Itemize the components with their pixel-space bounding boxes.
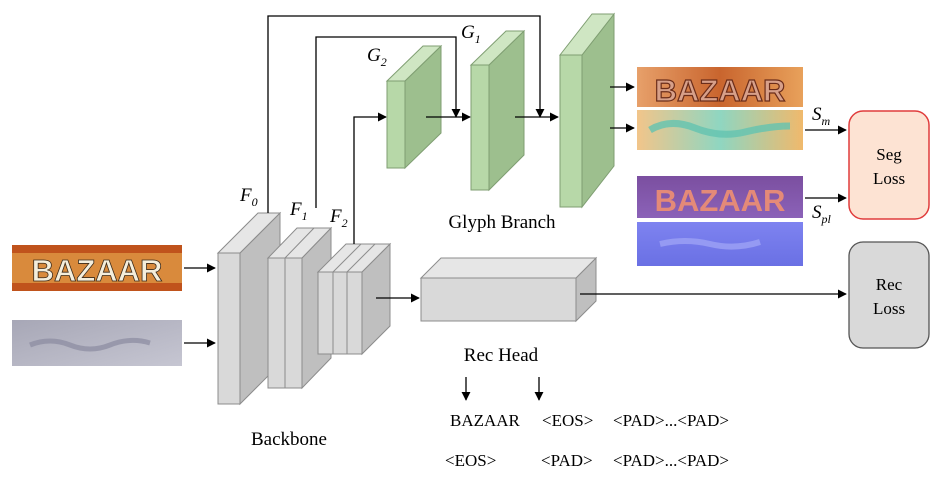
feature-label-f0: F0 <box>239 185 258 209</box>
input-image-blurred <box>12 320 182 366</box>
seg-loss-box: Seg Loss <box>848 110 930 220</box>
rec-loss-box: Rec Loss <box>848 241 930 349</box>
input-image-clear: BAZAAR <box>12 245 182 291</box>
feature-label-f2: F2 <box>329 206 348 230</box>
glyph-block-g1 <box>469 29 526 192</box>
glyph-block-output <box>558 12 616 209</box>
pseudo-label-text: BAZAAR <box>655 183 786 218</box>
token-row2-eos: <EOS> <box>445 451 496 470</box>
output-label-sm: Sm <box>812 104 831 128</box>
glyph-branch-label: Glyph Branch <box>448 212 556 233</box>
token-row1-pad: <PAD>...<PAD> <box>613 411 729 430</box>
rec-loss-line2: Loss <box>873 299 905 318</box>
pseudo-label-image: BAZAAR <box>637 176 803 218</box>
token-row2-pad: <PAD> <box>541 451 593 470</box>
backbone-block-2 <box>316 242 392 356</box>
output-label-spl: Spl <box>812 202 832 226</box>
segmentation-map-image: BAZAAR <box>637 67 803 109</box>
feature-label-f1: F1 <box>289 199 308 223</box>
segmap-text: BAZAAR <box>655 73 786 108</box>
segmentation-mask-image <box>637 110 803 150</box>
feature-label-g1: G1 <box>461 22 481 46</box>
token-row2-pads: <PAD>...<PAD> <box>613 451 729 470</box>
rec-head-block <box>419 256 598 323</box>
glyph-block-g2 <box>385 44 443 170</box>
skip-connection-f1 <box>315 36 461 208</box>
rec-loss-line1: Rec <box>876 275 903 294</box>
input-clear-text: BAZAAR <box>32 253 163 288</box>
token-row1-word: BAZAAR <box>450 411 521 430</box>
rec-head-label: Rec Head <box>464 345 539 366</box>
skip-connection-f2 <box>353 112 387 244</box>
seg-loss-line1: Seg <box>876 145 902 164</box>
feature-label-g2: G2 <box>367 45 387 69</box>
backbone-label: Backbone <box>251 429 327 450</box>
skip-connection-f0 <box>267 15 545 213</box>
pseudo-label-mask-image <box>637 222 803 266</box>
seg-loss-line2: Loss <box>873 169 905 188</box>
token-row1-eos: <EOS> <box>542 411 593 430</box>
